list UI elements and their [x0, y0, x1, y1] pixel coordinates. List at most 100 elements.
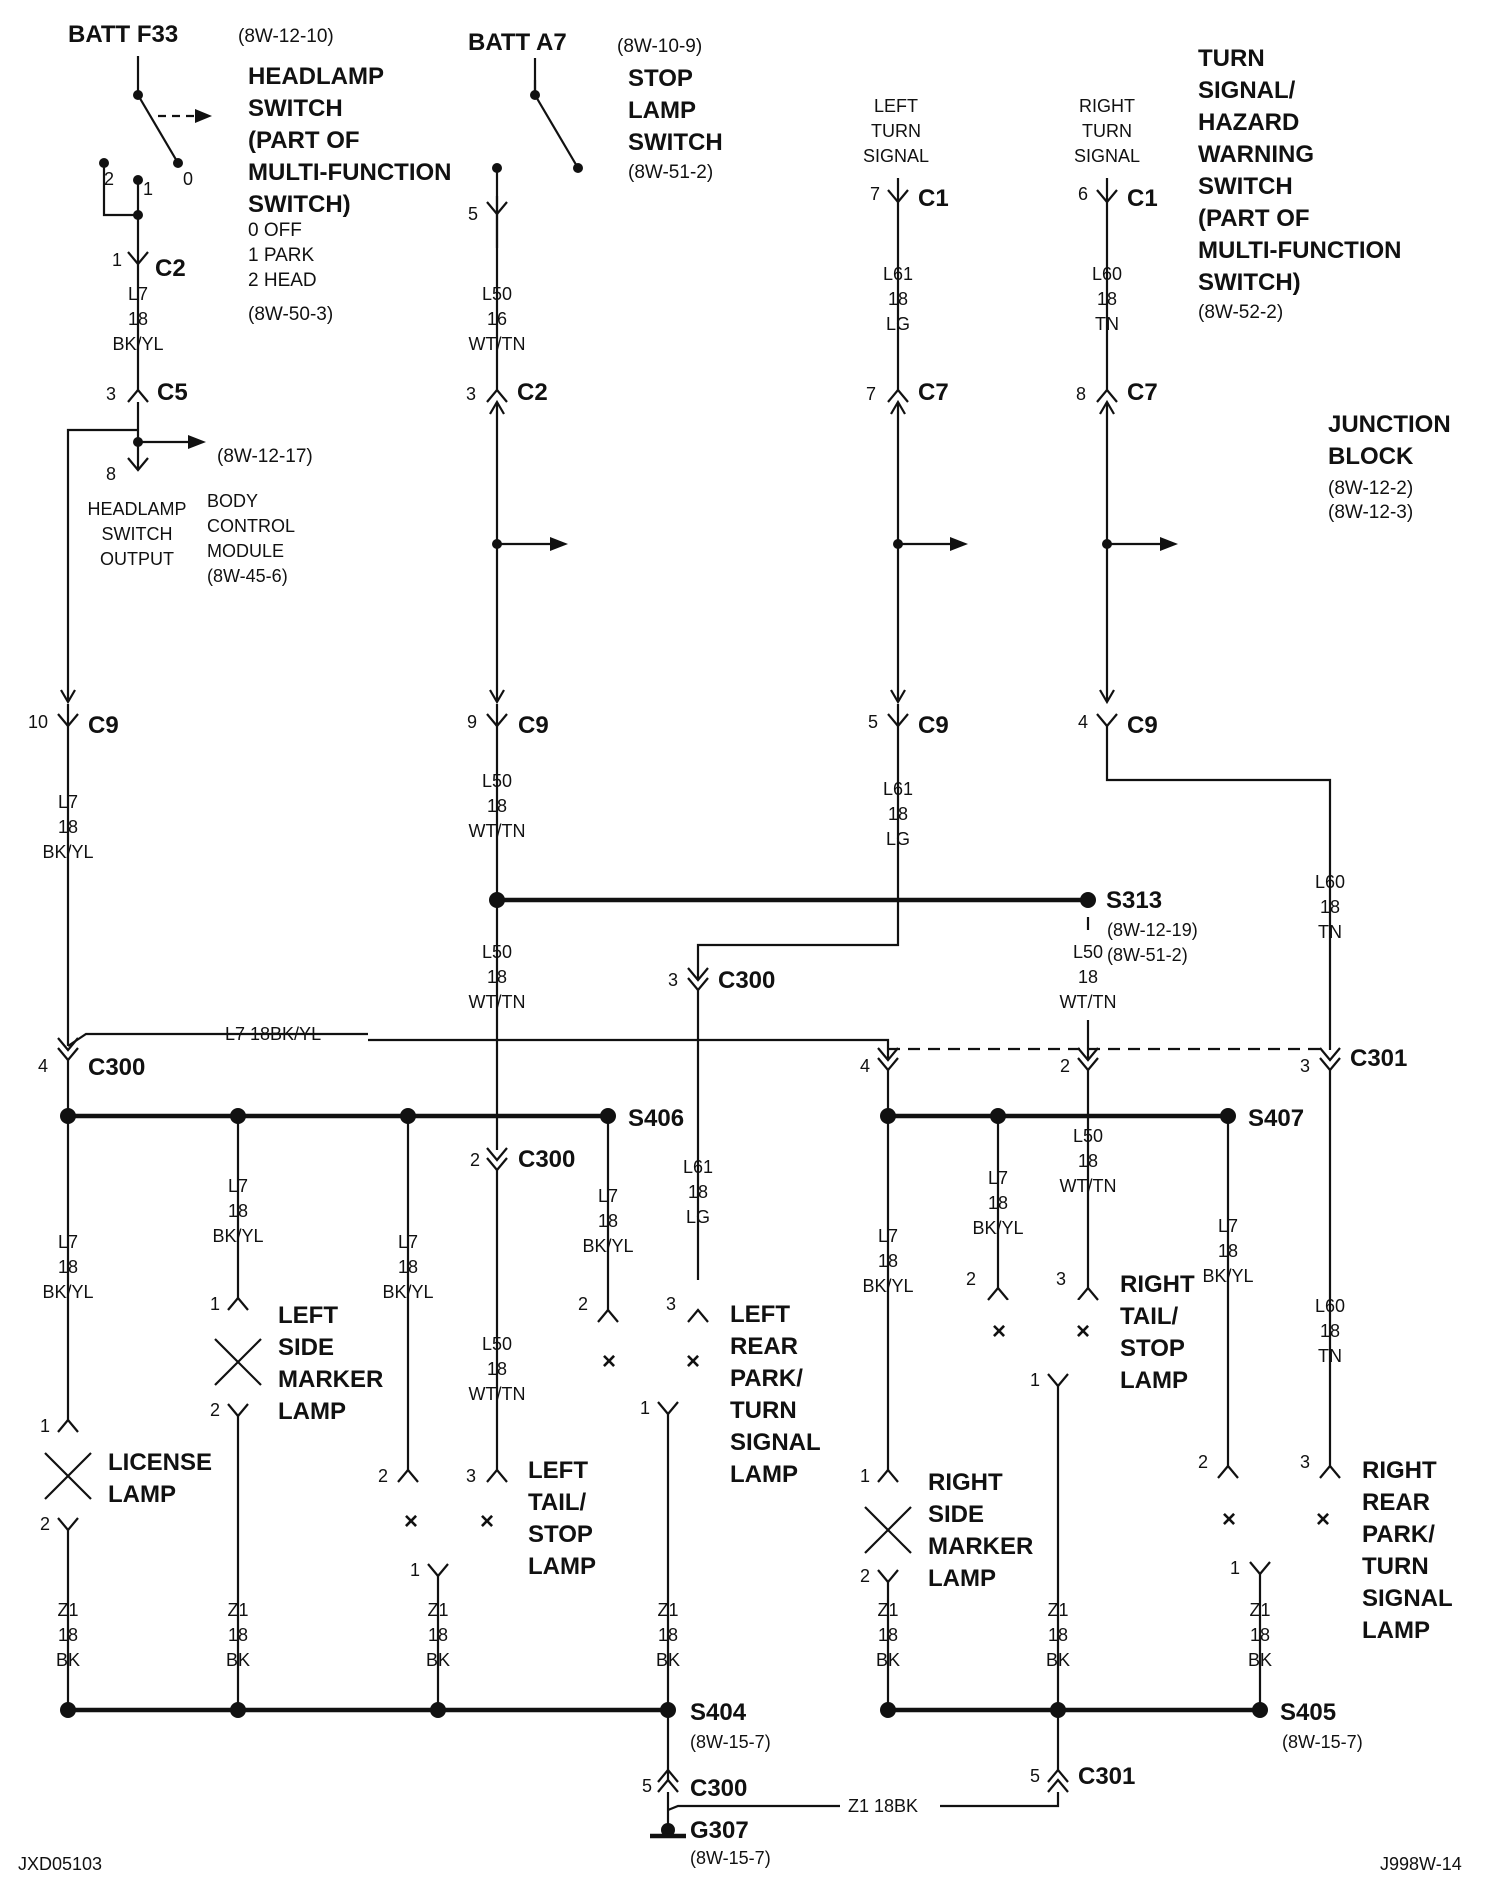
- left-tail-stop-lamp: 2 3 × × 1 LEFT TAIL/ STOP LAMP: [378, 1457, 596, 1580]
- svg-text:LEFT: LEFT: [730, 1301, 790, 1328]
- wire-z1-left-rear-park: Z1 18 BK: [656, 1600, 680, 1670]
- bcm-box-3: OUTPUT: [100, 549, 174, 569]
- svg-text:BK: BK: [1248, 1650, 1272, 1670]
- turn-switch-label-5: SWITCH: [1198, 173, 1293, 200]
- connector-c7-left: 7 C7: [866, 379, 949, 406]
- wire-l60-right-rear-park: L60 18 TN: [1315, 1296, 1345, 1366]
- svg-text:1: 1: [640, 1398, 650, 1418]
- wire-l7-right-rear-park: L7 18 BK/YL: [1202, 1216, 1253, 1286]
- splice-s407: S407: [1248, 1105, 1304, 1132]
- wire-l7-left-rear-park: L7 18 BK/YL: [582, 1186, 633, 1256]
- svg-text:18: 18: [228, 1625, 248, 1645]
- wire-l7-license: L7 18 BK/YL: [42, 1232, 93, 1302]
- wire-l50-mid: L50 18 WT/TN: [469, 771, 526, 841]
- svg-text:C301: C301: [1350, 1045, 1407, 1072]
- svg-text:LAMP: LAMP: [730, 1461, 798, 1488]
- svg-text:TN: TN: [1318, 922, 1342, 942]
- wire-l50-right-tail: L50 18 WT/TN: [1060, 1126, 1117, 1196]
- turn-switch-label-8: SWITCH): [1198, 269, 1301, 296]
- svg-text:C7: C7: [1127, 379, 1158, 406]
- svg-text:2: 2: [378, 1466, 388, 1486]
- wire-l7-left-tail: L7 18 BK/YL: [382, 1232, 433, 1302]
- svg-text:Z1: Z1: [657, 1600, 678, 1620]
- svg-text:18: 18: [1078, 1151, 1098, 1171]
- splice-s313: S313 (8W-12-19) (8W-51-2): [1106, 887, 1198, 965]
- wire-l7-left-marker: L7 18 BK/YL: [212, 1176, 263, 1246]
- left-turn-signal-3: SIGNAL: [863, 146, 929, 166]
- headlamp-contact-0: 0: [183, 169, 193, 189]
- svg-text:18: 18: [1048, 1625, 1068, 1645]
- svg-text:SIDE: SIDE: [278, 1334, 334, 1361]
- headlamp-position-head: 2 HEAD: [248, 270, 317, 291]
- wire-l7-top: L7 18 BK/YL: [112, 284, 163, 354]
- svg-text:2: 2: [966, 1269, 976, 1289]
- svg-text:BK/YL: BK/YL: [112, 334, 163, 354]
- svg-text:×: ×: [992, 1318, 1006, 1345]
- svg-text:LAMP: LAMP: [528, 1553, 596, 1580]
- bcm-label-2: CONTROL: [207, 516, 295, 536]
- svg-text:1: 1: [40, 1416, 50, 1436]
- svg-text:S313: S313: [1106, 887, 1162, 914]
- svg-text:2: 2: [860, 1566, 870, 1586]
- connector-c300-pin5: 5 C300: [642, 1768, 747, 1802]
- headlamp-switch-box: [57, 68, 237, 248]
- svg-text:L61: L61: [683, 1157, 713, 1177]
- headlamp-position-off: 0 OFF: [248, 220, 302, 241]
- wire-z1-left-tail: Z1 18 BK: [426, 1600, 450, 1670]
- svg-text:×: ×: [1316, 1506, 1330, 1533]
- svg-text:C9: C9: [1127, 712, 1158, 739]
- svg-text:C2: C2: [517, 379, 548, 406]
- svg-text:REAR: REAR: [730, 1333, 798, 1360]
- svg-text:L7: L7: [128, 284, 148, 304]
- svg-text:(8W-12-19): (8W-12-19): [1107, 920, 1198, 940]
- svg-text:18: 18: [1218, 1241, 1238, 1261]
- svg-text:PARK/: PARK/: [1362, 1521, 1435, 1548]
- right-tail-stop-lamp: 2 3 × × 1 RIGHT TAIL/ STOP LAMP: [966, 1269, 1195, 1394]
- svg-text:L61: L61: [883, 779, 913, 799]
- svg-text:C1: C1: [918, 185, 949, 212]
- svg-text:4: 4: [38, 1056, 48, 1076]
- svg-text:BK/YL: BK/YL: [42, 842, 93, 862]
- svg-text:L60: L60: [1315, 872, 1345, 892]
- svg-text:L60: L60: [1315, 1296, 1345, 1316]
- svg-text:18: 18: [487, 1359, 507, 1379]
- headlamp-switch-label-1: HEADLAMP: [248, 63, 384, 90]
- svg-text:C5: C5: [157, 379, 188, 406]
- connector-c9-pin10: 10 C9: [28, 712, 119, 739]
- svg-text:(8W-15-7): (8W-15-7): [690, 1732, 771, 1752]
- wire-z1-license: Z1 18 BK: [56, 1600, 80, 1670]
- svg-text:REAR: REAR: [1362, 1489, 1430, 1516]
- junction-feed-ref: (8W-12-17): [217, 446, 313, 467]
- svg-text:BK: BK: [1046, 1650, 1070, 1670]
- headlamp-contact-1: 1: [143, 179, 153, 199]
- turn-switch-label-2: SIGNAL/: [1198, 77, 1296, 104]
- svg-text:(8W-51-2): (8W-51-2): [1107, 945, 1188, 965]
- svg-text:Z1: Z1: [1047, 1600, 1068, 1620]
- svg-text:WT/TN: WT/TN: [469, 1384, 526, 1404]
- svg-text:BK/YL: BK/YL: [212, 1226, 263, 1246]
- wire-l7-right-tail: L7 18 BK/YL: [972, 1168, 1023, 1238]
- svg-text:2: 2: [1060, 1056, 1070, 1076]
- svg-text:BK/YL: BK/YL: [582, 1236, 633, 1256]
- svg-text:G307: G307: [690, 1817, 749, 1844]
- svg-text:C1: C1: [1127, 185, 1158, 212]
- svg-text:STOP: STOP: [528, 1521, 593, 1548]
- svg-text:LG: LG: [886, 314, 910, 334]
- svg-text:C9: C9: [88, 712, 119, 739]
- wire-l61-top: L61 18 LG: [883, 264, 913, 334]
- left-turn-signal-2: TURN: [871, 121, 921, 141]
- svg-text:5: 5: [468, 204, 478, 224]
- svg-text:BK: BK: [876, 1650, 900, 1670]
- connector-c9-pin5: 5 C9: [868, 712, 949, 739]
- right-side-marker-lamp: 1 2 RIGHT SIDE MARKER LAMP: [856, 1466, 1033, 1592]
- turn-switch-label-3: HAZARD: [1198, 109, 1299, 136]
- wire-z1-left-marker: Z1 18 BK: [226, 1600, 250, 1670]
- wire-z1-right-marker: Z1 18 BK: [876, 1600, 900, 1670]
- svg-text:18: 18: [1097, 289, 1117, 309]
- batt-f33-label: BATT F33: [68, 21, 178, 48]
- svg-text:L7: L7: [1218, 1216, 1238, 1236]
- turn-switch-label-7: MULTI-FUNCTION: [1198, 237, 1402, 264]
- svg-text:18: 18: [888, 289, 908, 309]
- svg-text:L7: L7: [598, 1186, 618, 1206]
- wire-z1-crossover-label: Z1 18BK: [848, 1796, 918, 1816]
